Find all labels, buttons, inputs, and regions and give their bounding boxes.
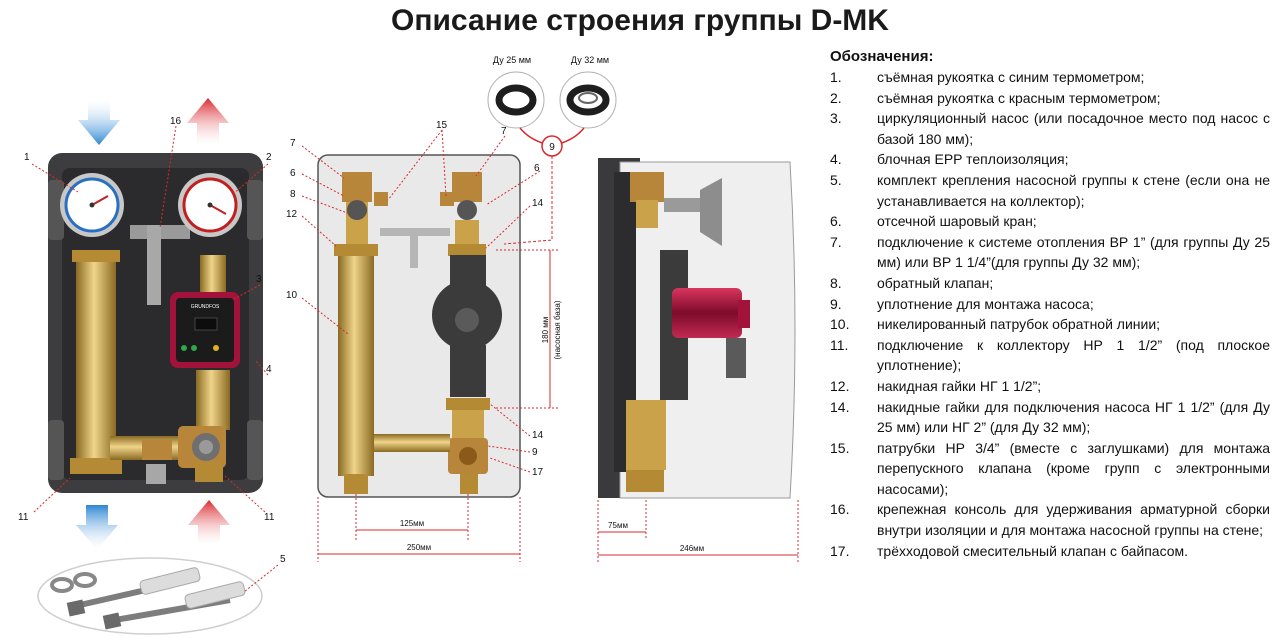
legend-item: 11. подключение к коллектору НР 1 1/2” (п…: [830, 335, 1270, 376]
legend-item-text: подключение к системе отопления ВР 1” (д…: [877, 233, 1270, 271]
callout-5: 5: [280, 554, 286, 565]
legend-item-text: съёмная рукоятка с синим термометром;: [877, 69, 1145, 85]
legend-item: 4. блочная EPP теплоизоляция;: [830, 149, 1270, 170]
legend-item: 12. накидная гайки НГ 1 1/2”;: [830, 376, 1270, 397]
legend-item: 1. съёмная рукоятка с синим термометром;: [830, 67, 1270, 88]
legend-list: 1.съёмная рукоятка с синим термометром; …: [830, 67, 1270, 561]
legend-item-number: 17.: [830, 542, 850, 559]
blue-thermometer-handle: [60, 173, 124, 237]
page-title: Описание строения группы D-MK: [391, 4, 889, 37]
callout-14-top: 14: [532, 198, 544, 209]
callout-11-right: 11: [264, 512, 275, 523]
legend-item-text: комплект крепления насосной группы к сте…: [877, 171, 1270, 209]
legend-item-text: крепежная консоль для удерживания армату…: [877, 501, 1270, 539]
legend-item-number: 5.: [830, 171, 842, 188]
seal-dn25-label: Ду 25 мм: [493, 55, 531, 65]
legend-item-number: 12.: [830, 377, 850, 394]
legend-item-text: уплотнение для монтажа насоса;: [877, 295, 1094, 312]
legend-item-text: трёхходовой смесительный клапан с байпас…: [877, 542, 1189, 559]
side-view: 75мм 246мм: [597, 158, 799, 562]
hot-return-arrow: [188, 500, 230, 545]
legend-item-text: отсечной шаровый кран;: [877, 213, 1037, 230]
legend-item-number: 1.: [830, 69, 842, 85]
legend-item: 17. трёхходовой смесительный клапан с бай…: [830, 541, 1270, 562]
legend: Обозначения: 1. съёмная рукоятка с синим …: [830, 48, 1270, 561]
legend-item: 5. комплект крепления насосной группы к с…: [830, 170, 1270, 211]
legend-item: 8. обратный клапан;: [830, 273, 1270, 294]
legend-item-number: 2.: [830, 89, 842, 106]
callout-9-bottom: 9: [532, 447, 538, 458]
callout-15: 15: [436, 120, 448, 131]
callout-6-right: 6: [534, 163, 540, 174]
legend-item: 9. уплотнение для монтажа насоса;: [830, 294, 1270, 315]
red-thermometer-handle: [178, 173, 242, 237]
callout-10: 10: [286, 290, 298, 301]
callout-7-right: 7: [501, 126, 507, 137]
dim-180-note: (насосная база): [553, 300, 562, 359]
callout-12: 12: [286, 209, 298, 220]
callout-9-top: 9: [549, 142, 555, 153]
pump-seals: Ду 25 мм Ду 32 мм 9: [487, 55, 617, 245]
legend-item-text: обратный клапан;: [877, 274, 994, 291]
diagram-canvas: GRUNDFOS: [18, 55, 799, 635]
callout-16: 16: [170, 116, 182, 127]
dim-125: 125мм: [400, 519, 424, 528]
callout-3: 3: [256, 274, 262, 285]
pump-brand-label: GRUNDFOS: [191, 304, 220, 310]
cold-outflow-arrow: [76, 505, 118, 550]
legend-item: 7. подключение к системе отопления ВР 1” …: [830, 232, 1270, 273]
legend-item-number: 7.: [830, 233, 842, 250]
wall-mounting-kit: [37, 557, 263, 635]
front-view-insulated: GRUNDFOS: [18, 98, 286, 635]
legend-item-text: блочная EPP теплоизоляция;: [877, 151, 1069, 168]
dim-180: 180 мм: [541, 317, 550, 344]
front-view-schematic: Ду 25 мм Ду 32 мм 9: [286, 55, 617, 562]
legend-item-text: съёмная рукоятка с красным термометром;: [877, 89, 1161, 106]
legend-item-number: 8.: [830, 274, 842, 291]
legend-item: 16. крепежная консоль для удерживания арм…: [830, 499, 1270, 540]
callout-6-left: 6: [290, 168, 296, 179]
legend-item-text: циркуляционный насос (или посадочное мес…: [877, 110, 1270, 147]
callout-14-bottom: 14: [532, 430, 544, 441]
callout-7-left: 7: [290, 138, 296, 149]
legend-item-number: 15.: [830, 439, 850, 456]
callout-11-left: 11: [18, 512, 29, 523]
legend-item-text: подключение к коллектору НР 1 1/2” (под …: [877, 336, 1270, 374]
legend-item-number: 9.: [830, 295, 842, 312]
legend-item-text: накидная гайки НГ 1 1/2”;: [877, 377, 1042, 394]
dim-250: 250мм: [407, 543, 431, 552]
legend-item: 15. патрубки НР 3/4” (вместе с заглушками…: [830, 438, 1270, 500]
callout-17: 17: [532, 467, 544, 478]
dim-246: 246мм: [680, 544, 704, 553]
legend-item-text: накидные гайки для подключения насоса НГ…: [877, 398, 1270, 436]
legend-item-number: 16.: [830, 501, 850, 518]
legend-item-number: 4.: [830, 151, 842, 168]
callout-2: 2: [266, 152, 272, 163]
callout-4: 4: [266, 364, 272, 375]
pump-volute: [432, 255, 502, 397]
legend-item-number: 11.: [830, 336, 849, 353]
legend-item: 6. отсечной шаровый кран;: [830, 211, 1270, 232]
legend-item: 14. накидные гайки для подключения насоса…: [830, 397, 1270, 438]
legend-item-number: 3.: [830, 110, 842, 127]
legend-item: 3. циркуляционный насос (или посадочное м…: [830, 108, 1270, 149]
seal-dn32-label: Ду 32 мм: [571, 55, 609, 65]
callout-1: 1: [24, 152, 30, 163]
legend-title: Обозначения:: [830, 48, 934, 65]
legend-item: 10. никелированный патрубок обратной лини…: [830, 314, 1270, 335]
legend-item-number: 6.: [830, 213, 842, 230]
legend-item-number: 14.: [830, 398, 850, 415]
hot-outflow-arrow: [187, 98, 229, 145]
legend-item-text: патрубки НР 3/4” (вместе с заглушками) д…: [877, 439, 1270, 497]
dim-75: 75мм: [608, 521, 628, 530]
legend-item: 2. съёмная рукоятка с красным термометром…: [830, 88, 1270, 109]
legend-item-text: никелированный патрубок обратной линии;: [877, 316, 1161, 333]
legend-item-number: 10.: [830, 316, 850, 333]
callout-8: 8: [290, 189, 296, 200]
circulation-pump: GRUNDFOS: [170, 292, 240, 368]
three-way-mixing-valve: [142, 426, 226, 484]
cold-inflow-arrow: [78, 100, 120, 145]
